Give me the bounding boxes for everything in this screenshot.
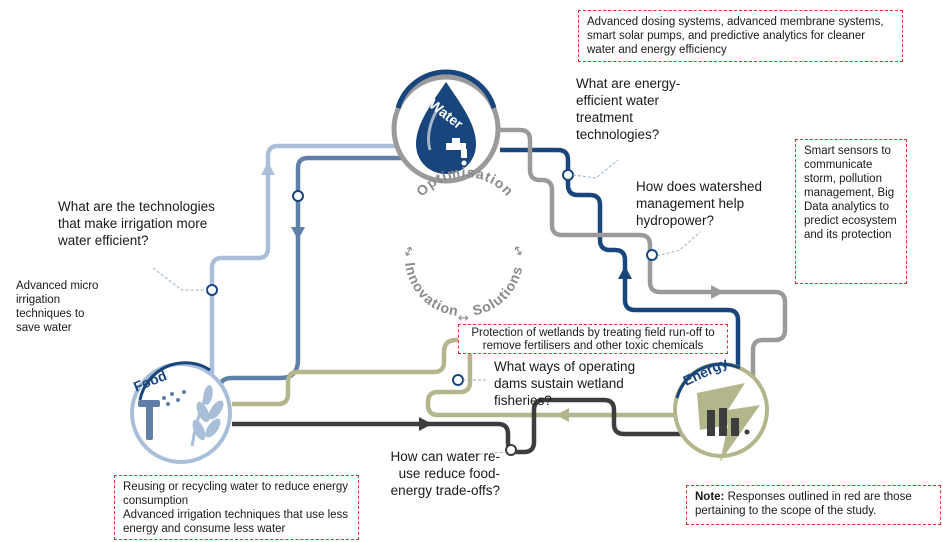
line-food-energy-olive [232, 337, 682, 418]
response-food-line2: Advanced irrigation techniques that use … [123, 509, 349, 535]
question-water-energy: What are energy-efficient water treatmen… [576, 76, 681, 142]
line-water-energy-grey [492, 127, 788, 392]
note-text: Responses outlined in red are those pert… [695, 491, 912, 517]
junction-marker [646, 249, 658, 261]
junction-marker [452, 374, 464, 386]
line-food-water-light [209, 143, 402, 382]
line-water-energy-navy [500, 147, 741, 392]
line-water-food-slate [217, 155, 412, 392]
arrow-down-slate-icon [291, 227, 305, 240]
cycle-label-right: Solutions [471, 264, 525, 318]
arrow-left-olive-icon [556, 408, 569, 422]
line-food-energy-charcoal [232, 397, 682, 455]
arrow-right-charcoal-icon [419, 417, 432, 431]
svg-text:Innovation: Innovation [402, 261, 460, 319]
arrow-up-light-icon [261, 162, 275, 175]
cycle-arrow-icon: ↔ [400, 243, 418, 259]
response-food: Reusing or recycling water to reduce ene… [114, 475, 359, 540]
arrow-right-grey-icon [711, 285, 724, 299]
faucet-icon [446, 138, 467, 166]
arrow-up-navy-icon [618, 266, 632, 279]
cycle-arrow-icon: ↔ [458, 311, 469, 326]
wheat-icon [190, 385, 224, 447]
food-node [130, 361, 232, 464]
response-food-line1: Reusing or recycling water to reduce ene… [123, 481, 349, 507]
sprinkler-icon [138, 390, 186, 440]
junction-marker [505, 444, 517, 456]
note-label: Note: [695, 491, 725, 503]
center-cycle: Optimisation Innovation Solutions ↔ ↔ ↔ [400, 164, 527, 326]
response-wetlands: Protection of wetlands by treating field… [458, 324, 728, 354]
water-node [391, 69, 501, 184]
response-sensors: Smart sensors to communicate storm, poll… [795, 139, 907, 284]
junction-marker [206, 284, 218, 296]
question-watershed: How does watershed management help hydro… [636, 179, 763, 228]
cycle-label-left: Innovation [402, 261, 459, 319]
junction-marker [562, 169, 574, 181]
dam-lightning-icon [697, 383, 760, 462]
question-dams: What ways of operating dams sustain wetl… [494, 359, 636, 408]
micro-irrigation-text: Advanced micro irrigation techniques to … [16, 280, 99, 334]
response-water-tech: Advanced dosing systems, advanced membra… [578, 10, 903, 62]
energy-node [673, 362, 769, 462]
note-box: Note: Responses outlined in red are thos… [686, 485, 941, 525]
question-irrigation: What are the technologies that make irri… [58, 199, 215, 248]
svg-text:Solutions: Solutions [471, 264, 526, 318]
question-reuse: How can water re-use reduce food-energy … [390, 449, 500, 498]
junction-marker [292, 190, 304, 202]
cycle-arrow-icon: ↔ [509, 243, 527, 260]
